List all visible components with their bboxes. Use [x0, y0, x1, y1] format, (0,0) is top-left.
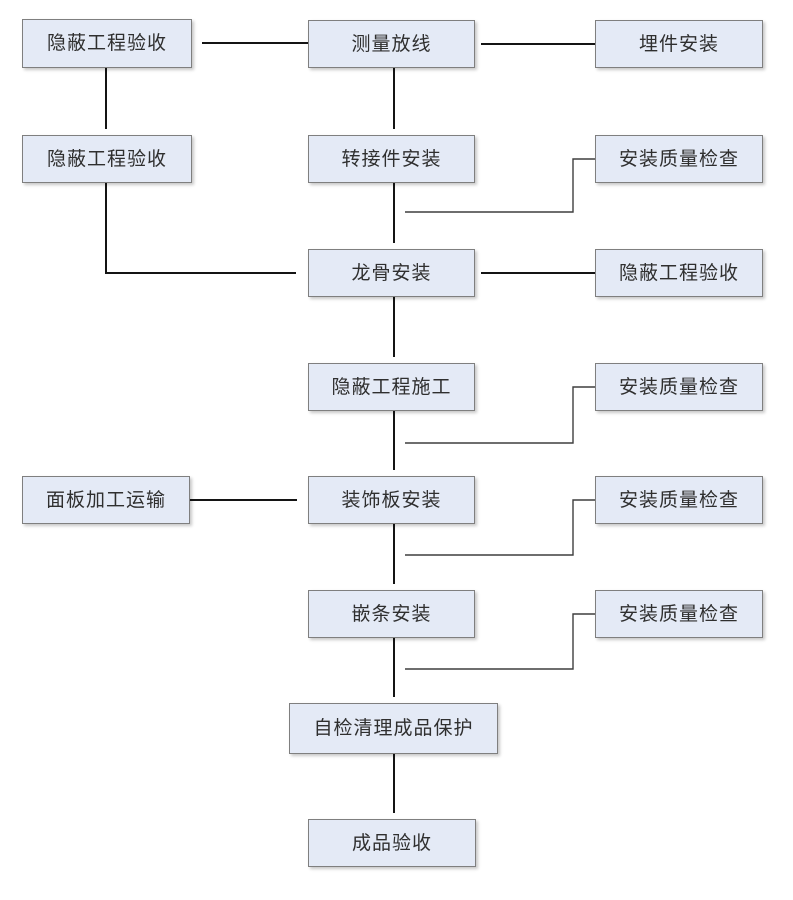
flow-node-quality-check-3: 安装质量检查	[595, 476, 763, 524]
flow-node-label: 隐蔽工程施工	[331, 376, 452, 398]
flow-node-panel-processing-transport: 面板加工运输	[22, 476, 190, 524]
flow-node-decorative-panel-install: 装饰板安装	[308, 476, 475, 524]
flow-edge-quality4-to-flow-line	[405, 613, 595, 670]
flow-node-label: 安装质量检查	[618, 376, 739, 398]
flow-node-label: 嵌条安装	[351, 603, 432, 625]
flow-node-label: 装饰板安装	[341, 489, 442, 511]
flow-node-hidden-work-acceptance-1: 隐蔽工程验收	[22, 19, 192, 68]
flow-node-hidden-work-acceptance-2: 隐蔽工程验收	[22, 135, 192, 183]
flow-node-label: 隐蔽工程验收	[46, 148, 167, 170]
flow-node-label: 成品验收	[351, 832, 432, 854]
flow-node-embed-part-install: 埋件安装	[595, 20, 763, 68]
flow-node-quality-check-4: 安装质量检查	[595, 590, 763, 638]
flow-node-self-check-clean-protect: 自检清理成品保护	[289, 703, 498, 754]
flow-node-label: 埋件安装	[638, 33, 719, 55]
flow-node-hidden-work-construction: 隐蔽工程施工	[308, 363, 475, 411]
flow-node-label: 面板加工运输	[45, 489, 166, 511]
flow-edge-quality1-to-adapter-keel-line	[405, 158, 595, 213]
flow-node-label: 安装质量检查	[618, 148, 739, 170]
flow-node-label: 龙骨安装	[351, 262, 432, 284]
flow-edge-quality2-to-flow-line	[405, 386, 595, 444]
flow-node-label: 安装质量检查	[618, 489, 739, 511]
flow-node-label: 自检清理成品保护	[313, 718, 474, 739]
flow-node-label: 安装质量检查	[618, 603, 739, 625]
flow-node-label: 测量放线	[351, 33, 432, 55]
flow-node-quality-check-1: 安装质量检查	[595, 135, 763, 183]
flow-node-adapter-install: 转接件安装	[308, 135, 475, 183]
flow-node-label: 转接件安装	[341, 148, 442, 170]
flow-node-finished-product-acceptance: 成品验收	[308, 819, 476, 867]
flow-node-measure-layout: 测量放线	[308, 20, 475, 68]
flow-node-inlay-strip-install: 嵌条安装	[308, 590, 475, 638]
flow-node-label: 隐蔽工程验收	[46, 33, 167, 54]
flow-edge-quality3-to-flow-line	[405, 499, 595, 556]
flow-node-keel-install: 龙骨安装	[308, 249, 475, 297]
flow-node-quality-check-2: 安装质量检查	[595, 363, 763, 411]
flow-edge-hidden2-to-keel	[105, 183, 296, 274]
flow-node-hidden-work-acceptance-3: 隐蔽工程验收	[595, 249, 763, 297]
flow-node-label: 隐蔽工程验收	[618, 262, 739, 284]
